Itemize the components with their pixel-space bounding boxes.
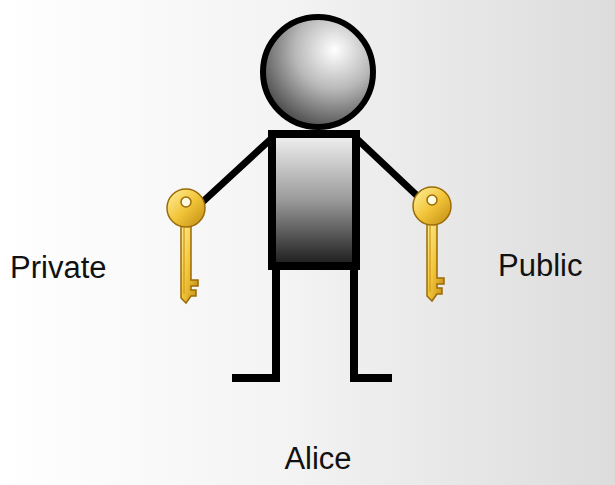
key-label: Private (10, 251, 106, 285)
key-label: Public (498, 249, 582, 283)
figure-body (272, 134, 356, 266)
figure-head (263, 17, 373, 127)
private-key-icon (167, 189, 205, 303)
left-leg (232, 262, 276, 378)
left-arm (196, 138, 272, 208)
public-key-icon (413, 187, 451, 301)
right-leg (354, 262, 392, 378)
person-name: Alice (284, 442, 351, 476)
